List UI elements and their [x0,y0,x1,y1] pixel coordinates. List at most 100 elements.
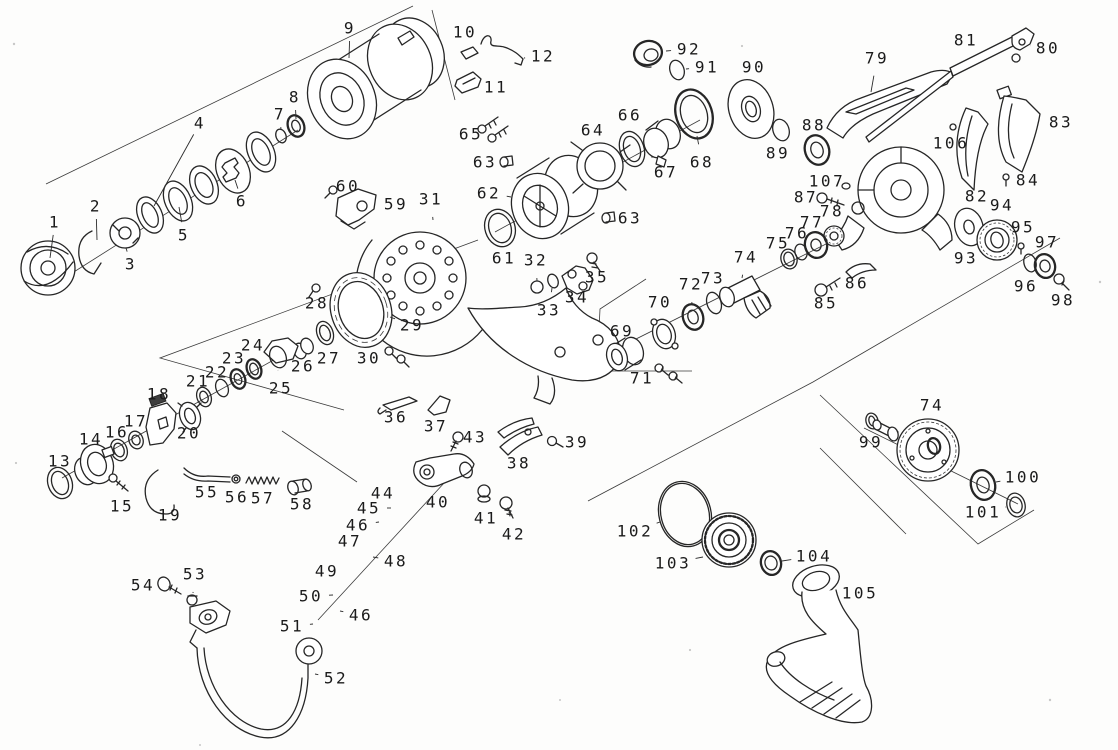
part-65-screws [477,116,509,143]
part-25-pinion-nut [263,337,299,369]
part-9-spool [306,17,445,140]
part-75-washer [780,248,798,270]
part-label-65: 65 [459,125,483,144]
part-64-bearing-flange [570,141,631,194]
part-76-washer [794,243,808,261]
part-28-screw [308,283,321,298]
part-label-33: 33 [537,301,561,320]
part-label-85: 85 [814,294,838,313]
part-label-22: 22 [205,363,229,382]
part-label-52: 52 [324,669,348,688]
part-label-91: 91 [695,58,719,77]
part-label-46: 46 [349,606,373,625]
part-label-35: 35 [585,268,609,287]
part-label-16: 16 [105,423,129,442]
part-31-body-housing [355,231,621,405]
part-84-screw [1002,173,1010,187]
part-34-clutch-lever [561,265,594,295]
leader-line-1 [49,234,54,259]
part-label-79: 79 [865,49,889,68]
leader-line-42 [508,511,511,517]
part-53-cap [186,594,198,606]
part-104-washer [759,549,783,577]
part-label-1: 1 [49,213,61,232]
part-106-pin [949,123,957,131]
part-label-45: 45 [357,499,381,518]
part-59-ratchet-latch [335,188,377,230]
part-90-rotor-nut-plate [727,79,775,139]
part-86-retainer-clip [845,263,877,279]
part-label-37: 37 [424,417,448,436]
part-label-56: 56 [225,488,249,507]
part-87-screw [816,192,845,206]
part-label-40: 40 [426,493,450,512]
part-label-90: 90 [742,58,766,77]
part-label-11: 11 [484,78,508,97]
leader-line-46 [339,610,344,613]
part-98-screw [1053,273,1070,291]
part-label-2: 2 [90,197,102,216]
part-label-46: 46 [346,516,370,535]
part-42-screw [499,496,514,519]
part-38-bail-holder [497,417,543,456]
part-label-3: 3 [125,255,137,274]
part-label-13: 13 [48,452,72,471]
part-label-55: 55 [195,483,219,502]
part-label-54: 54 [131,576,155,595]
part-label-21: 21 [186,372,210,391]
leader-line-52 [314,673,319,676]
part-21-washer [195,386,213,408]
part-label-31: 31 [419,190,443,209]
part-80-line-roller-fitting [1011,27,1035,63]
part-label-8: 8 [289,88,301,107]
part-label-82: 82 [965,187,989,206]
part-68-seal-ring [674,88,714,140]
part-85-screw [814,277,841,297]
part-label-57: 57 [251,489,275,508]
part-15-screw [108,473,129,492]
part-label-83: 83 [1049,113,1073,132]
part-23-bearing [229,368,247,390]
part-label-4: 4 [194,114,206,133]
part-17-washer [128,430,144,450]
part-12-bail-spring-wire [480,35,524,66]
part-label-86: 86 [845,274,869,293]
part-41-collar [477,484,491,503]
part-33-washer [547,273,559,289]
part-label-23: 23 [222,349,246,368]
leader-line-9 [348,40,351,59]
part-29-rotor-ring [329,272,393,348]
part-label-42: 42 [502,525,526,544]
part-54-screw [157,576,182,595]
leader-line-79 [870,75,875,93]
part-label-61: 61 [492,249,516,268]
part-label-104: 104 [796,547,832,566]
parts-artwork [12,17,1102,746]
part-label-101: 101 [965,503,1001,522]
part-label-60: 60 [336,177,360,196]
leader-line-2 [95,218,98,241]
part-label-72: 72 [679,275,703,294]
part-43-screw [450,431,464,452]
part-label-34: 34 [565,288,589,307]
part-6-keyed-washer [214,131,277,194]
part-label-36: 36 [384,408,408,427]
part-67-clutch-collar [643,118,681,168]
part-label-88: 88 [802,116,826,135]
part-label-62: 62 [477,184,501,203]
part-label-43: 43 [463,428,487,447]
part-8-bearing [286,114,306,138]
part-100-bearing [969,469,997,501]
part-label-76: 76 [785,224,809,243]
leader-line-104 [781,559,792,562]
scan-speckles [12,42,1102,746]
part-72-bearing [681,303,705,331]
part-label-97: 97 [1035,233,1059,252]
part-label-6: 6 [236,192,248,211]
part-label-96: 96 [1014,277,1038,296]
part-95-screw [1017,242,1025,255]
leader-line-62 [506,195,512,198]
part-label-64: 64 [581,121,605,140]
